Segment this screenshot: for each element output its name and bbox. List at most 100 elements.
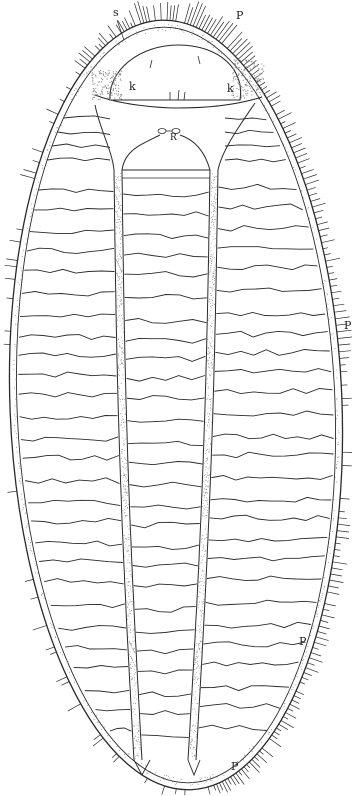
vein-middle [141, 735, 188, 737]
vein-upper-right [225, 145, 280, 147]
vein-middle [136, 630, 195, 634]
label-r: R [170, 133, 177, 143]
head-structure [91, 45, 264, 134]
vein-left [19, 393, 117, 397]
vein-left [35, 541, 122, 546]
vein-right [215, 369, 331, 373]
vein-left [58, 626, 126, 631]
vein-right [208, 556, 325, 561]
vein-upper-left [48, 158, 110, 161]
vein-right [211, 475, 332, 480]
vein-left [39, 189, 113, 193]
vein-right [206, 600, 317, 605]
vein-middle [125, 319, 206, 324]
vein-left [30, 230, 114, 234]
vein-right [201, 686, 289, 691]
vein-left [23, 455, 119, 460]
vein-right [203, 642, 305, 647]
vein-middle [134, 584, 197, 587]
vein-middle [124, 212, 209, 216]
vein-left [31, 518, 121, 524]
vein-right [216, 331, 328, 337]
vein-right [214, 389, 332, 394]
vein-left [34, 208, 113, 211]
longitudinal-canals [95, 103, 255, 775]
vein-middle [128, 441, 203, 445]
vein-left [20, 416, 118, 420]
vein-right [207, 576, 321, 580]
vein-right [215, 350, 329, 356]
vein-right [199, 725, 267, 730]
vein-middle [139, 692, 191, 697]
vein-left [22, 292, 115, 296]
vein-middle [124, 253, 208, 257]
vein-left [18, 372, 116, 377]
vein-middle [127, 396, 205, 400]
vein-middle [140, 711, 190, 715]
vein-middle [130, 505, 200, 509]
vein-right [211, 497, 332, 502]
vein-middle [129, 462, 203, 465]
vein-right [214, 411, 334, 416]
vein-right [216, 313, 325, 316]
label-s: s [113, 6, 119, 19]
vein-left [39, 559, 123, 563]
vein-right [217, 288, 322, 292]
vein-upper-left [58, 132, 110, 135]
vein-left [24, 269, 114, 273]
vein-left [28, 500, 120, 505]
right-canal-inner-edge-a [188, 170, 210, 760]
vein-right [209, 537, 328, 541]
vein-middle [126, 338, 206, 343]
label-k-left: k [129, 80, 136, 93]
vein-right [210, 515, 330, 520]
ganglion-left [158, 129, 166, 134]
vein-left [51, 604, 125, 608]
vein-middle [137, 649, 194, 654]
left-canal-edge-a [114, 170, 134, 760]
vein-middle [126, 356, 205, 361]
label-p-bottom: P [231, 760, 239, 773]
vein-right [218, 204, 302, 210]
body-outline [0, 14, 353, 796]
vein-middle [126, 376, 205, 382]
label-k-right: k [227, 82, 234, 95]
vein-middle [133, 563, 198, 567]
outer-wall [0, 14, 353, 796]
vein-right [217, 265, 317, 270]
vein-left [20, 314, 115, 317]
vein-left [65, 646, 127, 650]
vein-right [200, 704, 280, 709]
vein-upper-left [52, 144, 110, 148]
vein-middle [130, 482, 202, 487]
junction-left-a [95, 105, 114, 170]
transverse-veins [18, 116, 333, 738]
vein-right [202, 662, 298, 666]
vein-middle [124, 272, 207, 277]
label-p-right-upper: P [344, 319, 352, 332]
vein-left [74, 666, 128, 669]
label-p-right-lower: P [299, 635, 307, 648]
vein-middle [127, 419, 203, 422]
vein-left [27, 248, 114, 253]
vein-middle [123, 192, 208, 197]
vein-right [218, 247, 314, 250]
vein-left [18, 353, 115, 357]
vein-upper-right [225, 130, 274, 133]
vein-right [204, 622, 310, 628]
vein-right [212, 452, 333, 458]
vein-left [25, 478, 119, 484]
vein-left [110, 728, 131, 731]
vein-middle [135, 607, 196, 613]
vein-left [44, 579, 124, 584]
head-shade-right [231, 59, 264, 98]
right-canal-edge-a [196, 170, 218, 760]
junction-right-b [180, 135, 210, 170]
vein-middle [132, 545, 199, 549]
junction-left-b [122, 135, 160, 170]
vein-middle [124, 234, 208, 239]
vein-upper-right [225, 118, 266, 120]
junction-right-a [218, 103, 255, 170]
vein-left [85, 690, 129, 692]
